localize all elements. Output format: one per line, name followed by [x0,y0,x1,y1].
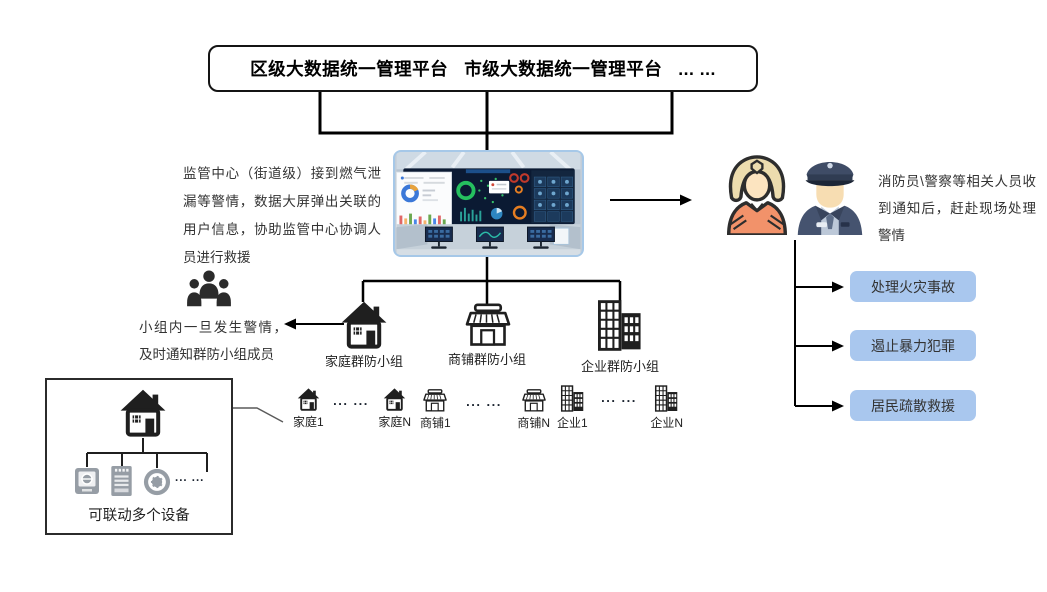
shop-icon [422,389,448,412]
building-icon [596,300,644,351]
shop-icon [464,303,512,347]
building-icon [654,385,679,412]
enterprise-group-label: 企业群防小组 [580,359,659,374]
alert-note: 小组内一旦发生警情，及时通知群防小组成员 [139,320,287,362]
house-icon [297,388,320,411]
shop-first: 商铺1 [420,389,451,431]
ellipsis-dots: ... ... [466,394,502,409]
member-label: 企业1 [557,416,588,430]
task-label: 处理火灾事故 [871,278,955,295]
member-label: 家庭1 [293,415,324,429]
member-label: 企业N [650,416,683,430]
platform-box-label: 区级大数据统一管理平台 市级大数据统一管理平台 ... ... [250,59,716,79]
platform-box: 区级大数据统一管理平台 市级大数据统一管理平台 ... ... [208,45,758,92]
family-last: 家庭N [378,388,411,430]
ellipsis-dots: ... ... [601,390,637,405]
building-icon [560,385,585,412]
enterprise-members-row: 企业1 ... ... 企业N [557,385,683,431]
smoke-detector-icon [143,468,171,496]
people-group-icon [186,270,232,310]
group-tree-lines [361,256,622,304]
device-tree-lines [86,438,208,472]
enterprise-first: 企业1 [557,385,588,431]
responder-note: 消防员\警察等相关人员收到通知后，赶赴现场处理警情 [878,174,1036,243]
enterprise-last: 企业N [650,385,683,431]
house-icon [340,301,388,349]
house-icon [383,388,406,411]
shop-group-label: 商铺群防小组 [447,352,526,367]
police-icon [793,151,867,235]
task-box-violence: 遏止暴力犯罪 [850,330,976,361]
call-point-icon [75,468,99,496]
family-first: 家庭1 [293,388,324,430]
family-members-row: 家庭1 ... ... 家庭N [293,388,411,430]
device-box-link-line [233,407,284,423]
task-label: 遏止暴力犯罪 [871,337,955,354]
house-icon [119,389,167,437]
control-room-scene [396,152,581,255]
shop-icon [521,389,547,412]
shop-members-row: 商铺1 ... ... 商铺N [420,389,550,431]
platform-tree-lines [318,92,674,151]
member-label: 家庭N [378,415,411,429]
member-label: 商铺N [517,416,550,430]
ellipsis-dots: ... ... [333,393,369,408]
linkable-devices-label: 可联动多个设备 [88,508,190,524]
task-box-fire: 处理火灾事故 [850,271,976,302]
supervision-note: 监管中心（街道级）接到燃气泄漏等警情，数据大屏弹出关联的用户信息，协助监管中心协… [183,166,381,265]
control-room-image [393,150,584,257]
shop-last: 商铺N [517,389,550,431]
member-label: 商铺1 [420,416,451,430]
family-group-label: 家庭群防小组 [324,354,403,369]
ellipsis-dots: ... ... [175,472,205,484]
task-box-evacuation: 居民疏散救援 [850,390,976,421]
task-label: 居民疏散救援 [871,397,955,414]
firefighter-icon [722,153,792,235]
fire-alarm-panel-icon [111,466,132,496]
device-box: ... ... 可联动多个设备 [45,378,233,535]
